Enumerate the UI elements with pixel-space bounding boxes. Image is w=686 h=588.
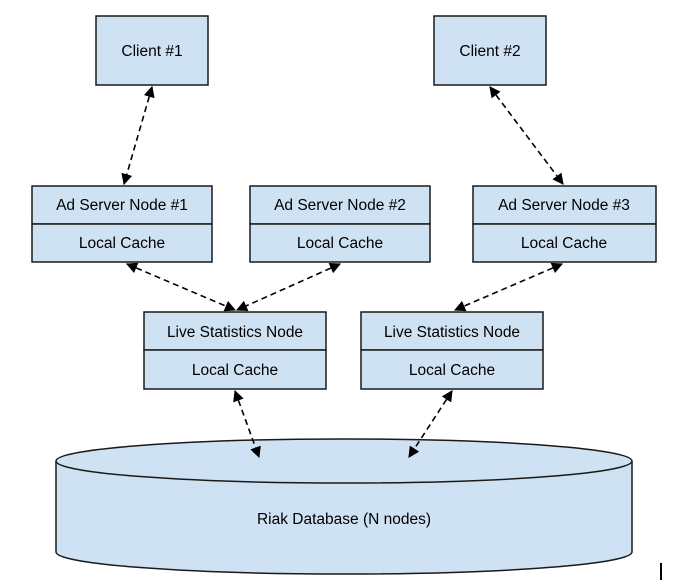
stats-node-2-title-cell [360,311,544,351]
database-body [55,461,633,575]
ad-server-3-title: Ad Server Node #3 [498,197,630,214]
stats-node-1-cache-cell [143,349,327,390]
client-1-box: Client #1 [95,15,209,86]
connector-adserver1-stats1 [125,262,237,312]
database-top [55,438,633,484]
ad-server-2-title: Ad Server Node #2 [274,197,406,214]
connector-adserver3-stats2 [453,262,564,312]
client-2-rect [433,15,547,86]
ad-server-2-cache: Local Cache [297,235,383,252]
client-1-rect [95,15,209,86]
client-2-box: Client #2 [433,15,547,86]
stats-node-2-cache: Local Cache [409,362,495,379]
database-label: Riak Database (N nodes) [257,511,431,528]
connector-stats1-database [233,389,261,459]
ad-server-node-2: Ad Server Node #2 Local Cache [249,185,431,263]
ad-server-node-1: Ad Server Node #1 Local Cache [31,185,213,263]
stats-node-2-cache-cell [360,349,544,390]
stats-node-1-cache: Local Cache [192,362,278,379]
ad-server-3-cache: Local Cache [521,235,607,252]
stats-node-1: Live Statistics Node Local Cache [143,311,327,390]
connector-stats2-database [408,390,453,458]
ad-server-1-cache: Local Cache [79,235,165,252]
client-2-label: Client #2 [459,43,520,60]
connector-client2-adserver3 [489,86,564,185]
connector-client1-adserver1 [121,85,155,186]
client-1-label: Client #1 [121,43,182,60]
riak-database-cylinder: Riak Database (N nodes) [55,438,633,575]
ad-server-1-cache-cell [31,223,213,263]
connector-adserver2-stats1 [235,262,342,312]
ad-server-node-3: Ad Server Node #3 Local Cache [472,185,657,263]
ad-server-2-cache-cell [249,223,431,263]
ad-server-3-cache-cell [472,223,657,263]
stats-node-2-title: Live Statistics Node [384,324,520,341]
ad-server-1-title: Ad Server Node #1 [56,197,188,214]
stats-node-2: Live Statistics Node Local Cache [360,311,544,390]
stats-node-1-title: Live Statistics Node [167,324,303,341]
